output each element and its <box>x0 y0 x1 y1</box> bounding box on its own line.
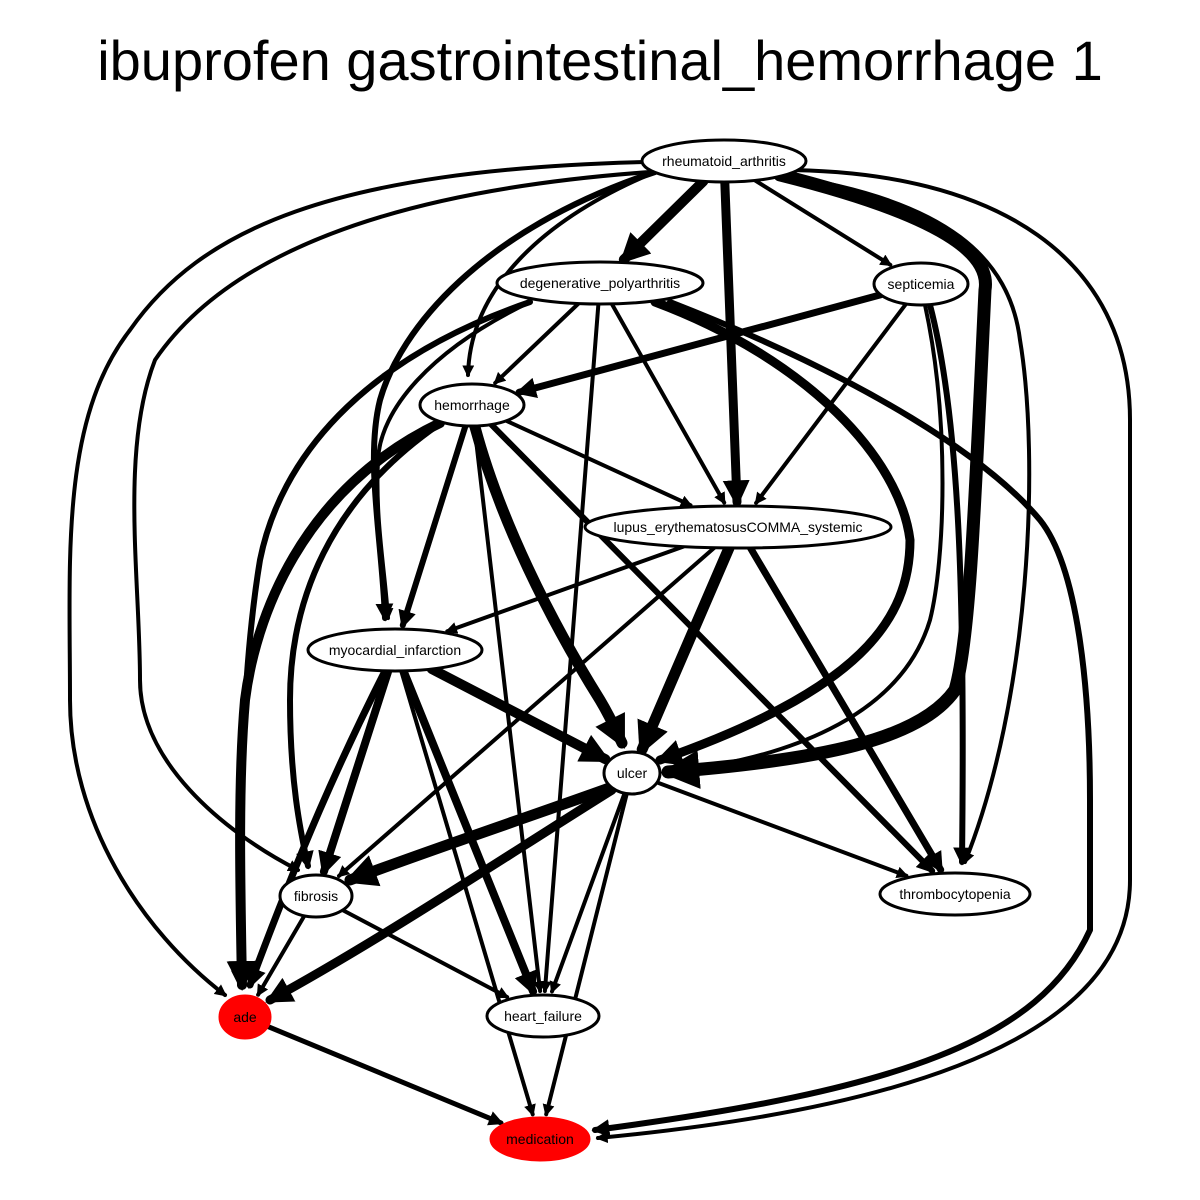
edge-fibrosis-to-ade <box>256 913 307 997</box>
node-label: thrombocytopenia <box>899 886 1011 902</box>
node-shape <box>583 504 893 550</box>
node-ade: ade <box>218 994 272 1040</box>
edge-septicemia-to-lupus <box>754 301 908 505</box>
node-rheumatoid-arthritis: rheumatoid_arthritis <box>640 138 808 184</box>
edge-hemorrhage-to-ade <box>226 418 445 991</box>
edge-ulcer-to-thrombocytopenia <box>655 780 909 879</box>
edge-septicemia-to-ulcer <box>665 303 945 777</box>
edge-rheumatoid_arthritis-to-medication <box>595 168 1132 1144</box>
edge-ulcer-to-fibrosis <box>343 781 618 887</box>
graph-title: ibuprofen gastrointestinal_hemorrhage 1 <box>97 29 1103 92</box>
node-label: septicemia <box>888 276 955 292</box>
edge-septicemia-to-hemorrhage <box>515 291 885 399</box>
edge-myocardial_infarction-to-ulcer <box>426 664 611 765</box>
node-label: ade <box>233 1009 257 1025</box>
node-label: degenerative_polyarthritis <box>520 275 680 291</box>
node-thrombocytopenia: thrombocytopenia <box>878 871 1032 917</box>
node-shape <box>872 261 970 307</box>
node-shape <box>602 750 662 796</box>
node-label: rheumatoid_arthritis <box>662 153 786 169</box>
node-shape <box>878 871 1032 917</box>
edge-rheumatoid_arthritis-to-degenerative_polyarthritis <box>618 176 709 265</box>
node-shape <box>640 138 808 184</box>
edge-lupus-to-fibrosis <box>337 545 717 878</box>
edge-rheumatoid_arthritis-to-ade <box>67 160 647 997</box>
edge-degenerative_polyarthritis-to-ulcer <box>650 297 915 766</box>
edge-degenerative_polyarthritis-to-lupus <box>609 301 727 505</box>
edge-lupus-to-thrombocytopenia <box>746 544 945 874</box>
node-heart-failure: heart_failure <box>485 993 601 1039</box>
edge-myocardial_infarction-to-medication <box>399 668 536 1117</box>
edge-myocardial_infarction-to-heart_failure <box>399 666 538 996</box>
node-myocardial-infarction: myocardial_infarction <box>306 627 484 673</box>
node-ulcer: ulcer <box>602 750 662 796</box>
edge-ade-to-medication <box>264 1023 504 1126</box>
edge-myocardial_infarction-to-ade <box>245 667 389 989</box>
node-shape <box>418 382 526 428</box>
node-layer: rheumatoid_arthritis degenerative_polyart… <box>218 138 1032 1162</box>
edge-fibrosis-to-heart_failure <box>340 908 510 999</box>
node-shape <box>495 260 705 306</box>
edge-degenerative_polyarthritis-to-hemorrhage <box>493 301 581 385</box>
edge-rheumatoid_arthritis-to-ulcer <box>660 168 992 789</box>
node-shape <box>218 994 272 1040</box>
edge-ulcer-to-ade <box>265 785 617 1005</box>
edge-degenerative_polyarthritis-to-medication <box>591 299 1093 1138</box>
edge-septicemia-to-thrombocytopenia <box>927 302 972 866</box>
node-lupus: lupus_erythematosusCOMMA_systemic <box>583 504 893 550</box>
node-shape <box>278 873 354 919</box>
node-medication: medication <box>489 1116 591 1162</box>
edge-lupus-to-myocardial_infarction <box>445 544 686 634</box>
edge-ulcer-to-heart_failure <box>549 791 627 994</box>
edge-hemorrhage-to-thrombocytopenia <box>488 421 936 874</box>
node-label: lupus_erythematosusCOMMA_systemic <box>614 519 863 535</box>
node-degenerative-polyarthritis: degenerative_polyarthritis <box>495 260 705 306</box>
node-label: medication <box>506 1131 574 1147</box>
edge-myocardial_infarction-to-fibrosis <box>318 666 393 877</box>
node-shape <box>485 993 601 1039</box>
edge-hemorrhage-to-fibrosis <box>287 422 441 870</box>
node-shape <box>306 627 484 673</box>
node-label: ulcer <box>617 765 648 781</box>
edge-rheumatoid_arthritis-to-thrombocytopenia <box>778 173 1032 865</box>
edge-rheumatoid_arthritis-to-lupus <box>720 177 750 508</box>
edge-hemorrhage-to-myocardial_infarction <box>398 422 469 629</box>
edge-rheumatoid_arthritis-to-fibrosis <box>132 170 652 872</box>
node-label: myocardial_infarction <box>329 642 461 658</box>
edge-rheumatoid_arthritis-to-septicemia <box>753 178 893 267</box>
edge-layer <box>67 160 1132 1144</box>
node-label: fibrosis <box>294 888 338 904</box>
edge-ulcer-to-medication <box>542 791 629 1117</box>
node-fibrosis: fibrosis <box>278 873 354 919</box>
node-septicemia: septicemia <box>872 261 970 307</box>
edge-rheumatoid_arthritis-to-hemorrhage <box>462 170 657 378</box>
edge-hemorrhage-to-ulcer <box>469 421 628 749</box>
node-label: heart_failure <box>504 1008 582 1024</box>
node-hemorrhage: hemorrhage <box>418 382 526 428</box>
node-label: hemorrhage <box>434 397 510 413</box>
node-shape <box>489 1116 591 1162</box>
edge-hemorrhage-to-lupus <box>504 418 693 508</box>
edge-lupus-to-ulcer <box>636 542 735 756</box>
